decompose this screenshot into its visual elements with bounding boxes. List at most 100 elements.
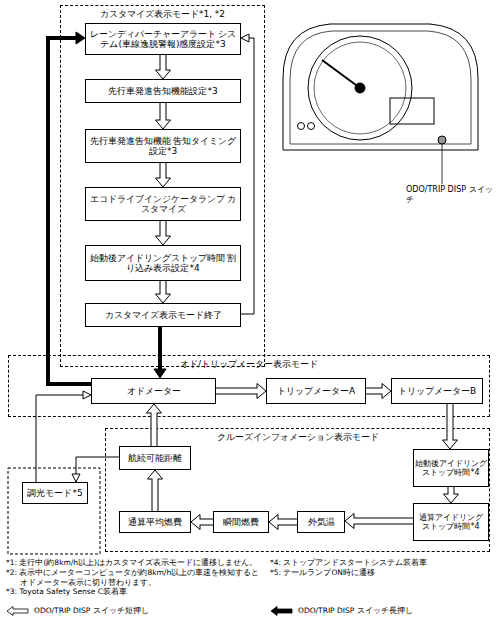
process-box: 調光モード*5 — [22, 482, 88, 504]
arrow-shaft-fill — [161, 163, 166, 180]
arrow-shaft-fill — [161, 281, 166, 296]
arrow-shaft — [160, 221, 167, 236]
callout-label: ODO/TRIP DISP スイッチ — [406, 185, 494, 204]
process-box: トリップメーターB — [391, 378, 483, 404]
odo-trip-knob — [438, 136, 446, 144]
legend-arrow-shape — [7, 607, 28, 616]
box-label: レーンディパーチャーアラート システム(車線逸脱警報)感度設定*3 — [86, 29, 240, 50]
arrow-shaft-fill — [449, 487, 454, 496]
box-label: 先行車発進告知機能 告知タイミング設定*3 — [86, 136, 240, 157]
note-text: *3: Toyota Safety Sense C装着車 — [6, 587, 268, 597]
flow-arrow — [72, 457, 119, 482]
mode-group-frame: クルーズインフォメーション表示モード航続可能距離始動後アイドリング ストップ時間… — [105, 428, 490, 552]
arrow-shaft — [216, 388, 257, 395]
process-box: 始動後アイドリング ストップ時間*4 — [413, 449, 489, 487]
arrow-head — [191, 515, 200, 530]
box-label: 始動後アイドリングストップ時間 割り込み表示設定*4 — [86, 253, 240, 274]
flow-arrow — [154, 327, 166, 378]
arrow-shaft-fill — [276, 520, 297, 525]
box-label: 瞬間燃費 — [223, 517, 259, 527]
notes-column: *1: 走行中(約8km/h以上)はカスタマイズ表示モードに遷移しません。*2:… — [6, 558, 268, 616]
flow-arrow — [156, 163, 171, 187]
arrow-head — [156, 178, 171, 187]
arrow-shaft-fill — [366, 389, 384, 394]
dimmer-mode-frame — [8, 468, 100, 554]
flow-arrow — [269, 515, 297, 530]
arrow-head — [83, 391, 91, 399]
flow-arrow — [241, 34, 254, 314]
flow-arrow — [191, 515, 213, 530]
flow-arrow — [148, 470, 163, 511]
flow-arrow — [156, 221, 171, 245]
arrow-head — [156, 294, 171, 303]
arrow-shaft-fill — [161, 221, 166, 238]
arrow-shaft-fill — [198, 520, 213, 525]
box-label: 調光モード*5 — [27, 488, 82, 498]
leader-line — [442, 144, 443, 184]
arrow-head — [257, 384, 266, 399]
arrow-shaft — [354, 518, 413, 525]
arrow-head — [147, 404, 162, 413]
legend-text: ODO/TRIP DISP スイッチ長押し — [298, 606, 413, 616]
arrow-shaft — [447, 404, 454, 440]
flow-arrow — [345, 514, 413, 529]
arrow-shaft — [160, 163, 167, 178]
arrow-shaft — [160, 281, 167, 294]
arrow-head — [156, 70, 171, 79]
flow-arrow — [156, 103, 171, 129]
instrument-cluster — [283, 24, 478, 150]
box-label: 通算平均燃費 — [128, 517, 182, 527]
legend-item: ODO/TRIP DISP スイッチ長押し — [270, 606, 492, 616]
arrow-shaft — [152, 479, 159, 511]
flow-arrow — [36, 391, 91, 482]
arrow-shaft — [160, 103, 167, 120]
process-box: 外気温 — [297, 511, 345, 533]
dial-ring — [314, 42, 406, 134]
mode-group-frame: カスタマイズ表示モード*1, *2 レーンディパーチャーアラート システム(車線逸… — [60, 5, 265, 367]
process-box: 瞬間燃費 — [213, 511, 269, 533]
process-box: レーンディパーチャーアラート システム(車線逸脱警報)感度設定*3 — [85, 23, 241, 55]
indicator-lamp — [308, 123, 315, 130]
note-text: *5: テールランプON時に遷移 — [270, 568, 492, 578]
process-box: 航続可能距離 — [119, 446, 191, 470]
flow-arrow — [443, 404, 458, 449]
box-label: 先行車発進告知機能設定*3 — [108, 86, 217, 96]
box-label: 外気温 — [308, 517, 335, 527]
arrow-shaft — [76, 457, 119, 474]
box-label: トリップメーターA — [277, 386, 355, 396]
arrow-head — [241, 34, 249, 42]
flow-arrow — [156, 281, 171, 303]
dial-needle — [322, 60, 360, 88]
box-label: 航続可能距離 — [128, 453, 182, 463]
legend-arrow-icon — [6, 606, 30, 616]
flow-arrow — [366, 384, 391, 399]
arrow-shaft — [448, 487, 455, 494]
box-label: 始動後アイドリング ストップ時間*4 — [414, 459, 488, 477]
arrow-head — [154, 369, 166, 378]
arrow-head — [156, 236, 171, 245]
arrow-shaft — [151, 413, 158, 446]
box-label: オドメーター — [127, 386, 181, 396]
arrow-shaft-fill — [448, 404, 453, 442]
process-box: トリップメーターA — [266, 378, 366, 404]
arrow-head — [148, 470, 163, 479]
box-label: 通算アイドリング ストップ時間*4 — [414, 513, 488, 531]
note-text: *4: ストップアンドスタートシステム装着車 — [270, 558, 492, 568]
arrow-shaft — [241, 38, 254, 314]
process-box: オドメーター — [91, 378, 216, 404]
legend-text: ODO/TRIP DISP スイッチ短押し — [34, 606, 149, 616]
arrow-head — [269, 515, 278, 530]
flow-arrow — [216, 384, 266, 399]
group-heading: カスタマイズ表示モード*1, *2 — [61, 9, 264, 19]
arrow-head — [76, 32, 85, 44]
arrow-head — [345, 514, 354, 529]
lcd-display — [390, 98, 434, 124]
connector-group — [36, 32, 459, 530]
arrow-shaft-fill — [153, 477, 158, 511]
needle-hub — [355, 83, 365, 93]
arrow-shaft — [278, 519, 297, 526]
mode-group-frame: オド/トリップメーター表示モードオドメータートリップメーターAトリップメーターB — [8, 355, 490, 417]
note-text: *2: 表示中にメーターコンピュータが約8km/h以上の車速を検知すると オドメ… — [6, 568, 268, 588]
arrow-head — [72, 474, 80, 482]
